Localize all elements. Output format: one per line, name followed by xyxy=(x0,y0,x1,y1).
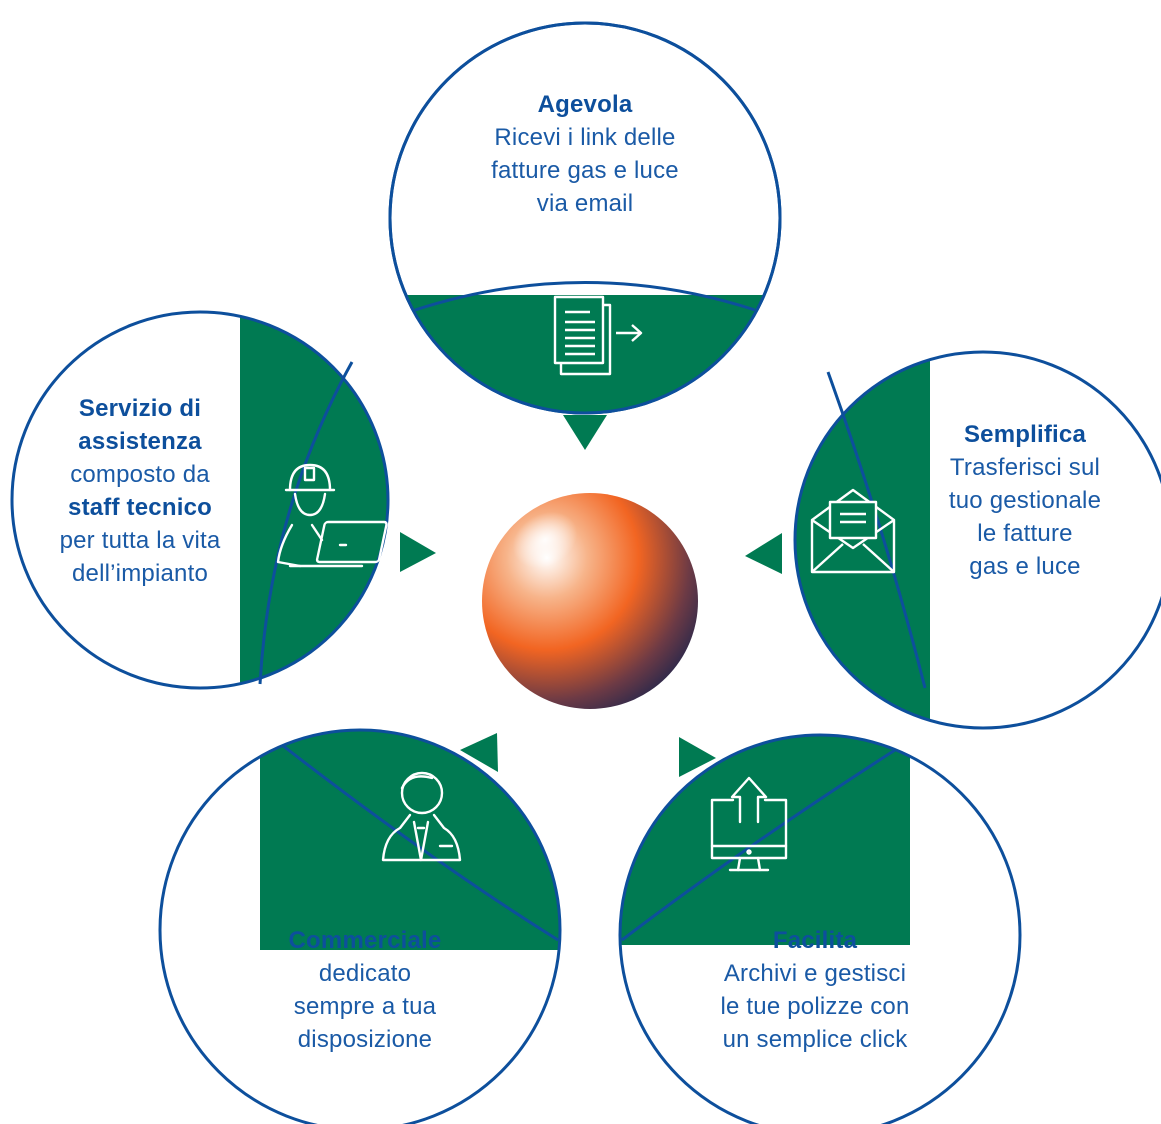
node-assistenza xyxy=(10,310,436,690)
node-circle xyxy=(793,350,1161,730)
node-text-line: dedicato xyxy=(318,960,412,987)
node-title: Facilita xyxy=(772,927,858,954)
node-text-line: disposizione xyxy=(297,1026,433,1053)
node-text-line: gas e luce xyxy=(969,553,1081,580)
monitor-upload-icon xyxy=(710,776,788,872)
node-text-line: dell’impianto xyxy=(71,560,208,587)
pointer-arrow xyxy=(400,532,436,572)
node-facilita xyxy=(618,733,1022,1124)
technician-laptop-icon xyxy=(276,463,388,568)
node-text-line: composto da xyxy=(70,461,210,488)
node-band xyxy=(260,730,560,950)
node-circle xyxy=(618,733,1022,1124)
node-band xyxy=(620,735,910,945)
pointer-arrow xyxy=(460,733,498,772)
node-text-line: Ricevi i link delle xyxy=(494,124,676,151)
label-commerciale: Commerciale dedicato sempre a tua dispos… xyxy=(230,924,500,1056)
node-title: Commerciale xyxy=(288,927,442,954)
envelope-document-icon xyxy=(810,488,896,574)
node-commerciale xyxy=(158,728,562,1124)
node-band xyxy=(795,352,930,728)
pointer-arrow xyxy=(679,737,716,777)
node-circle xyxy=(158,728,562,1124)
pointer-arrow xyxy=(745,533,782,574)
node-agevola xyxy=(388,21,782,450)
label-agevola: Agevola Ricevi i link delle fatture gas … xyxy=(440,88,730,220)
node-text-line: un semplice click xyxy=(722,1026,908,1053)
center-sphere xyxy=(482,493,698,709)
label-semplifica: Semplifica Trasferisci sul tuo gestional… xyxy=(930,418,1120,583)
node-text-line: fatture gas e luce xyxy=(491,157,679,184)
node-text-line: Trasferisci sul xyxy=(949,454,1101,481)
node-title: assistenza xyxy=(78,428,202,455)
label-facilita: Facilita Archivi e gestisci le tue poliz… xyxy=(680,924,950,1056)
node-circle xyxy=(10,310,390,690)
node-text-line: le tue polizze con xyxy=(720,993,910,1020)
node-text-line: via email xyxy=(536,190,634,217)
node-title: Semplifica xyxy=(963,421,1087,448)
orange-sphere xyxy=(482,493,698,709)
node-band-edge xyxy=(414,281,756,312)
label-assistenza: Servizio di assistenza composto da staff… xyxy=(30,392,250,590)
node-band xyxy=(240,312,388,688)
node-title: Servizio di xyxy=(78,395,202,422)
pointer-arrow xyxy=(563,415,607,450)
node-bold-line: staff tecnico xyxy=(68,494,212,521)
businessman-icon xyxy=(381,771,462,862)
node-text-line: sempre a tua xyxy=(293,993,437,1020)
node-text-line: Archivi e gestisci xyxy=(723,960,907,987)
invoice-forward-icon xyxy=(553,295,643,376)
node-title: Agevola xyxy=(537,91,633,118)
node-text-line: le fatture xyxy=(977,520,1073,547)
node-text-line: tuo gestionale xyxy=(948,487,1102,514)
node-text-line: per tutta la vita xyxy=(59,527,221,554)
